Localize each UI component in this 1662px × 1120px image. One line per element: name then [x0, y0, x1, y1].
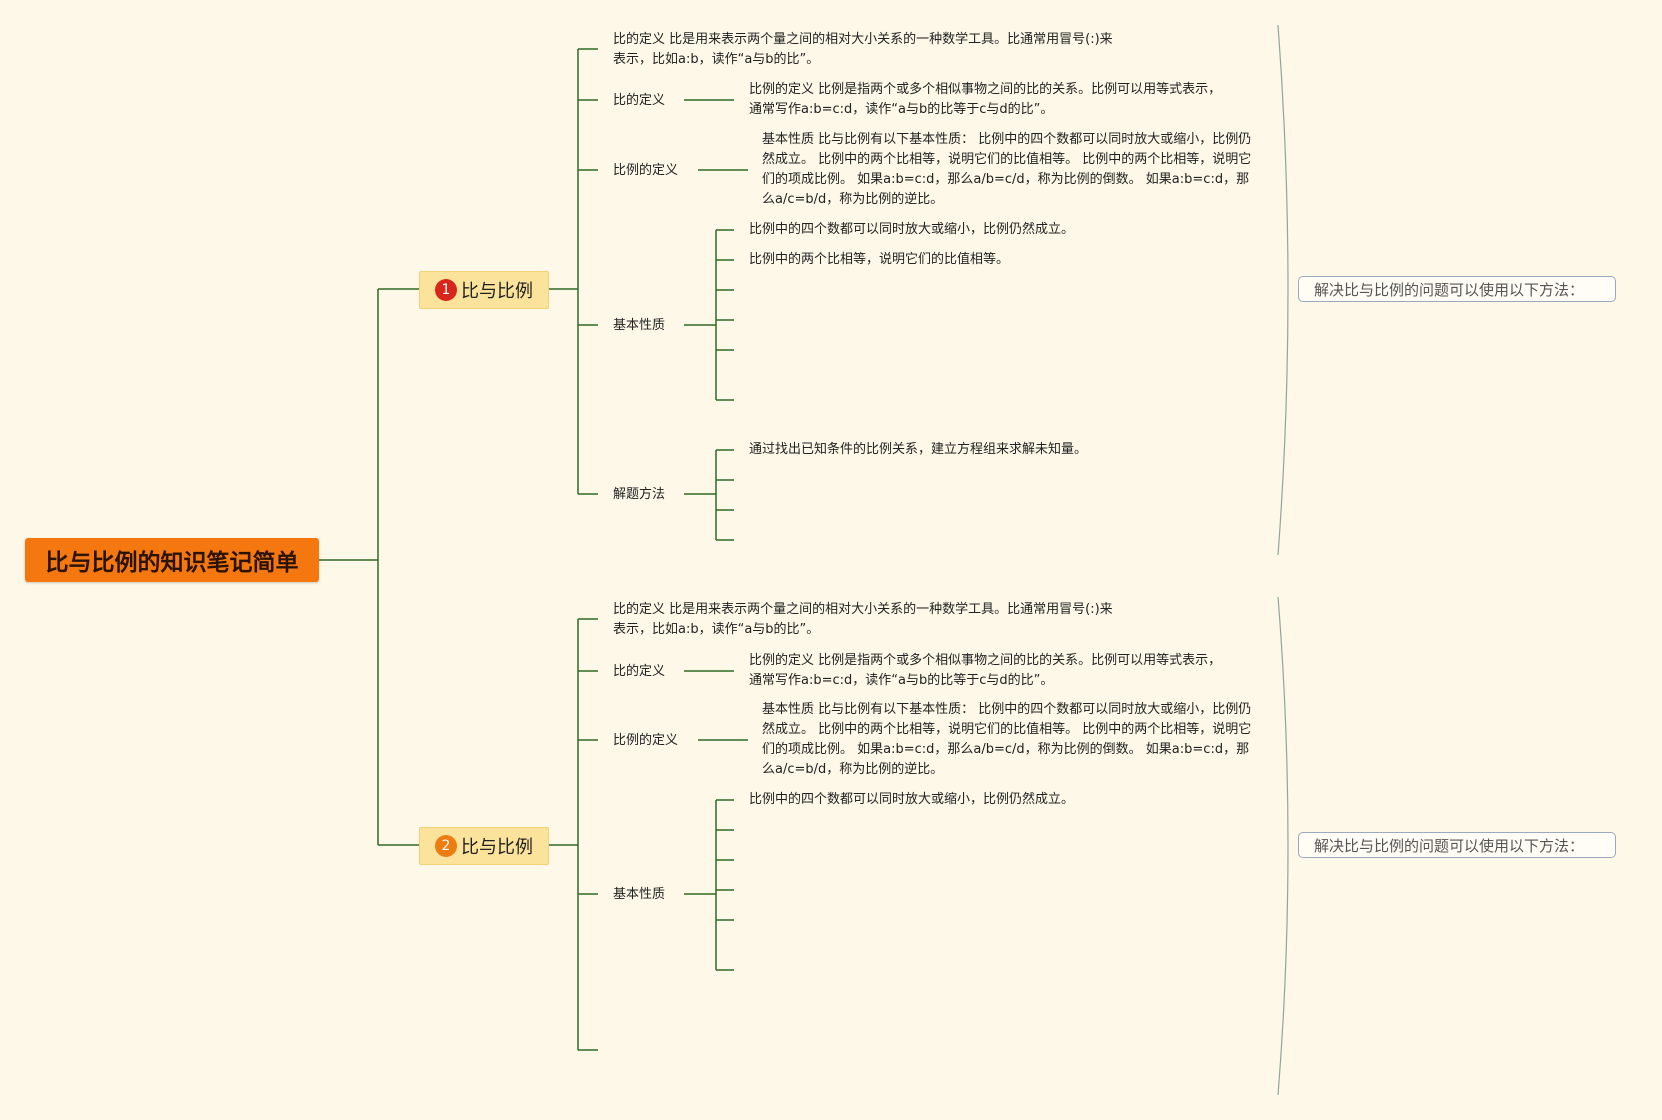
branch1-basic-child-2[interactable]: 比例中的两个比相等，说明它们的比值相等。 [749, 252, 1010, 267]
root-topic[interactable]: 比与比例的知识笔记简单 [25, 538, 319, 582]
branch2-prop-def-label[interactable]: 比例的定义 [613, 733, 679, 748]
branch1-intro[interactable]: 比的定义 比是用来表示两个量之间的相对大小关系的一种数学工具。比通常用冒号(:)… [613, 32, 1113, 67]
branch2-def-label[interactable]: 比的定义 [613, 664, 666, 679]
branch2-basic-label[interactable]: 基本性质 [613, 887, 666, 902]
branch1-prop-def-text[interactable]: 基本性质 比与比例有以下基本性质： 比例中的四个数都可以同时放大或缩小，比例仍然… [762, 132, 1252, 207]
priority-2-icon: 2 [435, 835, 457, 857]
priority-1-icon: 1 [435, 279, 457, 301]
branch1-basic-label[interactable]: 基本性质 [613, 318, 666, 333]
branch2-def-text[interactable]: 比例的定义 比例是指两个或多个相似事物之间的比的关系。比例可以用等式表示，通常写… [749, 653, 1222, 688]
branch2-intro[interactable]: 比的定义 比是用来表示两个量之间的相对大小关系的一种数学工具。比通常用冒号(:)… [613, 602, 1113, 637]
root-title: 比与比例的知识笔记简单 [45, 550, 299, 576]
main-topic-2[interactable]: 2 比与比例 [419, 827, 549, 865]
branch1-basic-child-1[interactable]: 比例中的四个数都可以同时放大或缩小，比例仍然成立。 [749, 222, 1075, 237]
branch1-def-text[interactable]: 比例的定义 比例是指两个或多个相似事物之间的比的关系。比例可以用等式表示，通常写… [749, 82, 1222, 117]
main-topic-2-title: 比与比例 [461, 837, 533, 858]
branch2-basic-child-1[interactable]: 比例中的四个数都可以同时放大或缩小，比例仍然成立。 [749, 792, 1075, 807]
branch1-method-label[interactable]: 解题方法 [613, 487, 666, 502]
branch1-summary[interactable]: 解决比与比例的问题可以使用以下方法： [1298, 276, 1616, 302]
main-topic-1[interactable]: 1 比与比例 [419, 271, 549, 309]
branch2-prop-def-text[interactable]: 基本性质 比与比例有以下基本性质： 比例中的四个数都可以同时放大或缩小，比例仍然… [762, 702, 1252, 777]
branch1-method-child-1[interactable]: 通过找出已知条件的比例关系，建立方程组来求解未知量。 [749, 442, 1088, 457]
branch1-def-label[interactable]: 比的定义 [613, 93, 666, 108]
branch1-prop-def-label[interactable]: 比例的定义 [613, 163, 679, 178]
branch2-summary[interactable]: 解决比与比例的问题可以使用以下方法： [1298, 832, 1616, 858]
main-topic-1-title: 比与比例 [461, 281, 533, 302]
